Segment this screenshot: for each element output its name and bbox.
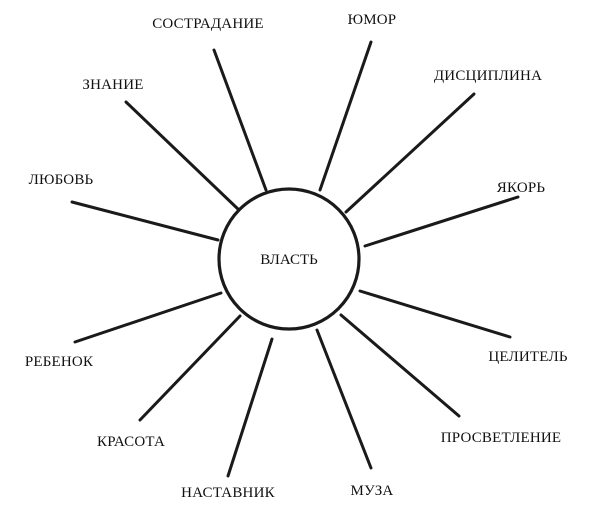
spoke-label-child: РЕБЕНОК <box>25 354 94 370</box>
spoke-line-love <box>70 200 220 242</box>
spoke-labels: СОСТРАДАНИЕ ЮМОР ДИСЦИПЛИНА ЯКОРЬ ЦЕЛИТЕЛЬ ПР… <box>25 12 568 501</box>
spoke-line-knowledge <box>124 100 241 212</box>
spoke-line-mentor <box>226 337 274 478</box>
spoke-label-enlightenment: ПРОСВЕТЛЕНИЕ <box>441 430 562 446</box>
spoke-line-anchor <box>363 195 520 248</box>
spoke-line-humor <box>318 40 373 192</box>
spoke-label-compassion: СОСТРАДАНИЕ <box>152 16 264 32</box>
spoke-line-healer <box>358 289 512 339</box>
spoke-label-beauty: КРАСОТА <box>97 434 165 450</box>
spoke-line-muse <box>315 328 373 470</box>
spoke-label-knowledge: ЗНАНИЕ <box>82 77 143 93</box>
spoke-label-anchor: ЯКОРЬ <box>497 180 546 196</box>
spoke-line-discipline <box>344 92 476 214</box>
spoke-label-muse: МУЗА <box>351 483 394 499</box>
spoke-line-child <box>73 291 223 344</box>
spoke-lines <box>70 40 520 478</box>
spoke-line-enlightenment <box>339 313 461 418</box>
center-label: ВЛАСТЬ <box>260 252 318 268</box>
spoke-label-mentor: НАСТАВНИК <box>181 485 275 501</box>
spoke-label-healer: ЦЕЛИТЕЛЬ <box>488 349 568 365</box>
spoke-label-humor: ЮМОР <box>348 12 397 28</box>
spoke-line-beauty <box>138 314 242 422</box>
spoke-label-love: ЛЮБОВЬ <box>29 172 94 188</box>
center-circle <box>217 187 361 331</box>
spoke-line-compassion <box>212 48 268 192</box>
spoke-label-discipline: ДИСЦИПЛИНА <box>434 68 542 84</box>
